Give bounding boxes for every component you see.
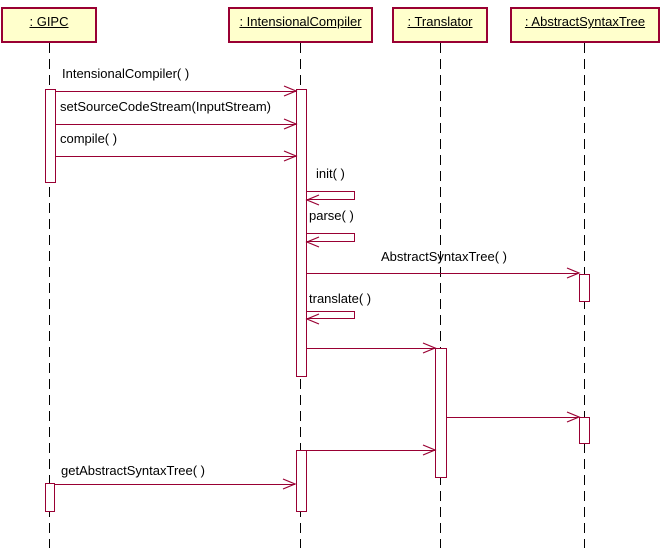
activation-bar-intensionalcompiler-2 <box>296 450 307 512</box>
message-label: IntensionalCompiler( ) <box>62 66 190 81</box>
message-line <box>307 450 435 451</box>
activation-bar-abstractsyntaxtree-1 <box>579 274 590 302</box>
lifeline-translator <box>440 43 441 548</box>
message-label: AbstractSyntaxTree( ) <box>381 249 507 264</box>
arrowhead-left-icon <box>305 194 320 206</box>
arrowhead-left-icon <box>305 236 320 248</box>
arrowhead-right-icon <box>566 267 581 279</box>
message-label: setSourceCodeStream(InputStream) <box>60 99 271 114</box>
object-box-intensionalcompiler: : IntensionalCompiler <box>228 7 373 43</box>
self-call-line <box>307 191 355 200</box>
message-label: translate( ) <box>309 291 372 306</box>
object-box-gipc: : GIPC <box>1 7 97 43</box>
arrowhead-right-icon <box>283 150 298 162</box>
arrowhead-right-icon <box>422 342 437 354</box>
message-label: init( ) <box>316 166 345 181</box>
message-line <box>307 273 578 274</box>
message-line <box>307 348 435 349</box>
object-box-abstractsyntaxtree: : AbstractSyntaxTree <box>510 7 660 43</box>
activation-bar-gipc-2 <box>45 483 55 512</box>
message-label: getAbstractSyntaxTree( ) <box>61 463 206 478</box>
arrowhead-right-icon <box>566 411 581 423</box>
arrowhead-left-icon <box>305 313 320 325</box>
arrowhead-right-icon <box>282 478 297 490</box>
object-box-translator: : Translator <box>392 7 488 43</box>
message-line <box>55 484 295 485</box>
message-line <box>56 156 296 157</box>
arrowhead-right-icon <box>283 118 298 130</box>
activation-bar-translator <box>435 348 447 478</box>
activation-bar-gipc-1 <box>45 89 56 183</box>
activation-bar-intensionalcompiler-1 <box>296 89 307 377</box>
lifeline-gipc <box>49 43 50 548</box>
self-call-line <box>307 311 355 319</box>
self-call-line <box>307 233 355 242</box>
activation-bar-abstractsyntaxtree-2 <box>579 417 590 444</box>
message-label: parse( ) <box>309 208 354 223</box>
arrowhead-right-icon <box>422 444 437 456</box>
message-line <box>56 124 296 125</box>
message-line <box>447 417 578 418</box>
message-line <box>56 91 296 92</box>
message-label: compile( ) <box>60 131 118 146</box>
arrowhead-right-icon <box>283 85 298 97</box>
